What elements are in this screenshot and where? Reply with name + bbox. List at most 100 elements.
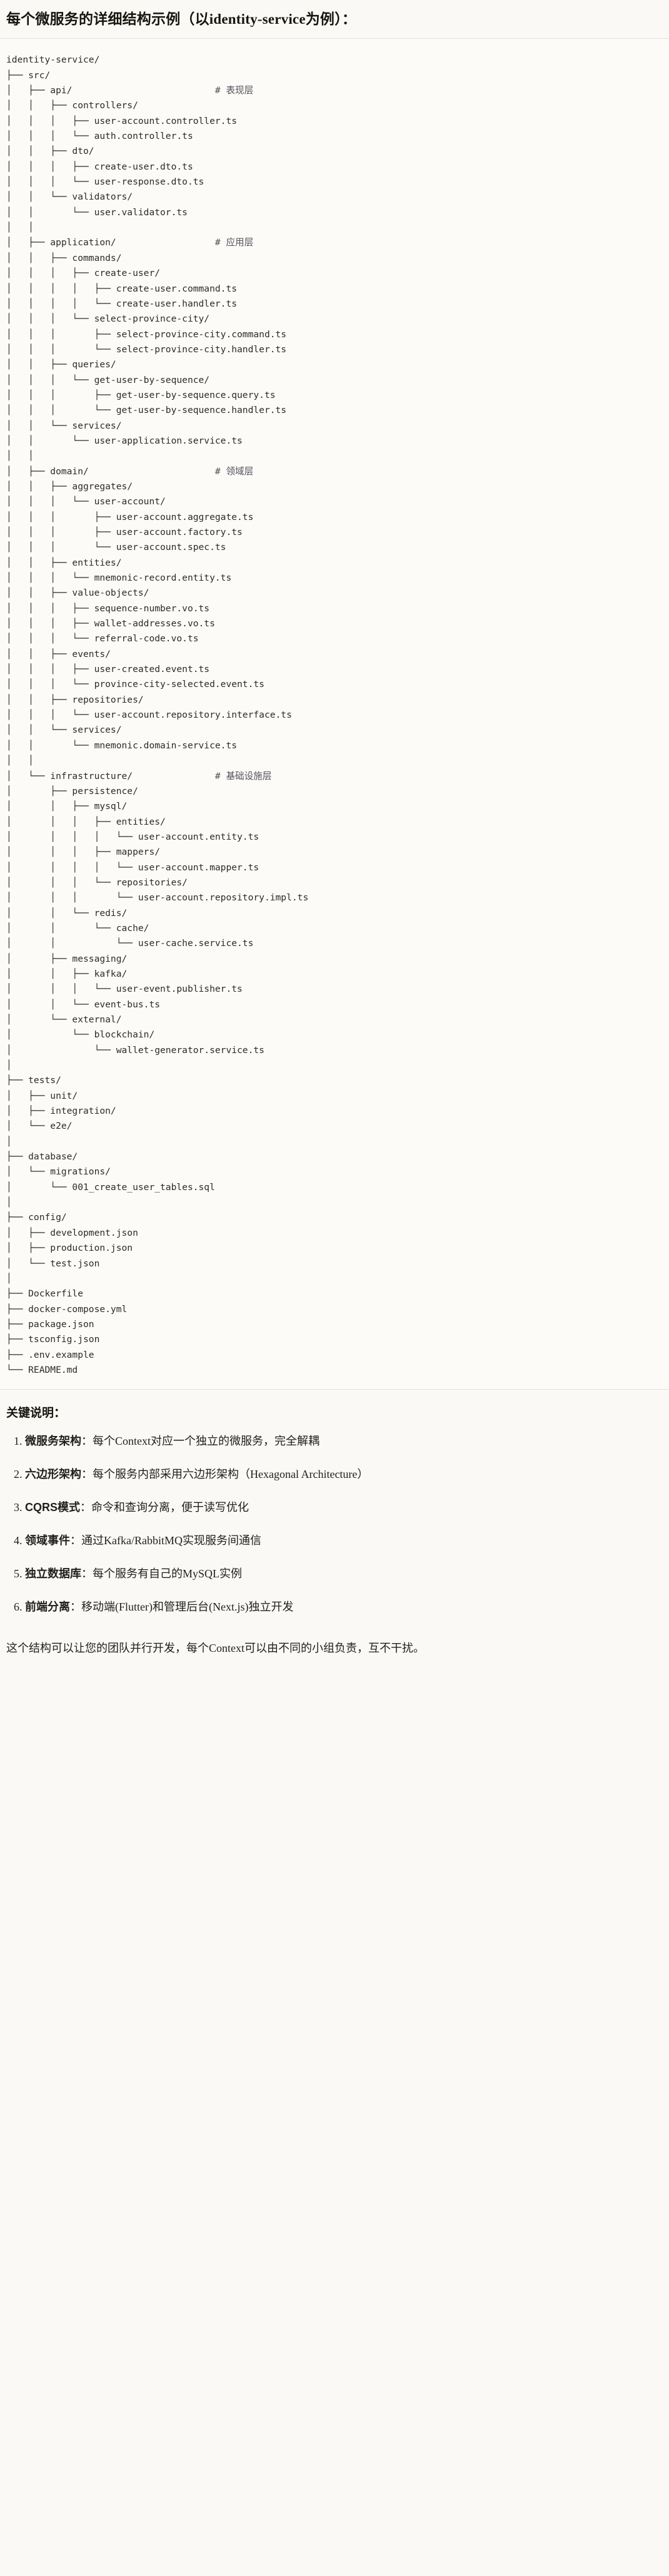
tree-line: │ └── test.json (6, 1258, 100, 1269)
tree-line: │ │ └── redis/ (6, 907, 128, 919)
tree-line: │ │ ├── kafka/ (6, 968, 128, 979)
key-point-item: 独立数据库：每个服务有自己的MySQL实例 (25, 1565, 658, 1582)
tree-line: │ │ ├── commands/ (6, 252, 122, 263)
tree-line: ├── database/ (6, 1151, 78, 1163)
tree-line: │ │ (6, 222, 34, 233)
tree-line: │ │ │ └── select-province-city/ (6, 313, 210, 325)
tree-line: │ (6, 1136, 12, 1147)
tree-line: │ └── blockchain/ (6, 1029, 155, 1041)
tree-line: │ │ └── cache/ (6, 922, 149, 934)
tree-line: │ (6, 1273, 12, 1284)
tree-line: │ │ ├── queries/ (6, 359, 116, 370)
key-point-term: 独立数据库 (25, 1567, 81, 1581)
tree-line-comment: # 领域层 (214, 466, 254, 477)
tree-line: │ │ └── validators/ (6, 191, 133, 203)
tree-line: │ │ ├── dto/ (6, 146, 94, 157)
key-point-description: ：每个服务内部采用六边形架构（Hexagonal Architecture） (81, 1468, 369, 1481)
tree-line: │ │ ├── repositories/ (6, 694, 144, 705)
key-point-term: CQRS模式 (25, 1501, 81, 1514)
tree-divider (0, 1389, 669, 1390)
tree-line: │ │ │ └── get-user-by-sequence/ (6, 374, 210, 385)
tree-line: │ │ │ │ └── user-account.entity.ts (6, 831, 259, 842)
tree-line: │ │ ├── events/ (6, 648, 111, 659)
footer-note: 这个结构可以让您的团队并行开发，每个Context可以由不同的小组负责，互不干扰… (6, 1642, 425, 1655)
page-title: 每个微服务的详细结构示例（以identity-service为例）： (6, 11, 357, 27)
tree-line-path: │ ├── api/ (6, 85, 215, 96)
tree-line: │ │ ├── controllers/ (6, 100, 138, 111)
key-point-description: ：每个服务有自己的MySQL实例 (81, 1567, 243, 1581)
tree-line: │ │ │ └── select-province-city.handler.t… (6, 344, 287, 355)
tree-line: │ ├── production.json (6, 1243, 133, 1254)
tree-line: ├── .env.example (6, 1349, 94, 1360)
key-point-item: 微服务架构：每个Context对应一个独立的微服务，完全解耦 (25, 1433, 658, 1450)
tree-line: │ └── wallet-generator.service.ts (6, 1044, 264, 1056)
tree-line: │ │ (6, 755, 34, 766)
tree-line: │ │ └── event-bus.ts (6, 999, 161, 1010)
tree-line: │ │ │ └── user-account.repository.impl.t… (6, 892, 309, 904)
tree-line: │ │ │ └── get-user-by-sequence.handler.t… (6, 405, 287, 416)
key-points-section: 关键说明： 微服务架构：每个Context对应一个独立的微服务，完全解耦六边形架… (0, 1390, 669, 1636)
key-point-item: CQRS模式：命令和查询分离，便于读写优化 (25, 1499, 658, 1516)
tree-line: ├── config/ (6, 1212, 67, 1223)
key-point-item: 前端分离：移动端(Flutter)和管理后台(Next.js)独立开发 (25, 1599, 658, 1616)
directory-tree-block: identity-service/ ├── src/ │ ├── api/ # … (0, 39, 669, 1390)
tree-line-comment: # 基础设施层 (214, 770, 272, 781)
key-points-title: 关键说明： (6, 1407, 66, 1420)
tree-line: │ │ (6, 451, 34, 462)
document-header: 每个微服务的详细结构示例（以identity-service为例）： (0, 0, 669, 39)
tree-line: │ │ │ ├── user-account.factory.ts (6, 527, 243, 537)
key-point-term: 微服务架构 (25, 1435, 81, 1448)
key-point-term: 六边形架构 (25, 1468, 81, 1481)
header-divider (0, 38, 669, 39)
tree-line: │ │ │ ├── entities/ (6, 816, 166, 827)
tree-line: │ │ │ └── province-city-selected.event.t… (6, 679, 264, 690)
key-point-description: ：每个Context对应一个独立的微服务，完全解耦 (81, 1435, 319, 1448)
tree-line: │ │ │ └── user-account/ (6, 496, 166, 507)
tree-line: │ └── 001_create_user_tables.sql (6, 1181, 215, 1193)
tree-line: │ │ └── services/ (6, 725, 122, 736)
key-point-term: 领域事件 (25, 1534, 70, 1547)
tree-line: │ (6, 1060, 12, 1071)
tree-line-comment: # 应用层 (214, 237, 254, 248)
directory-tree: identity-service/ ├── src/ │ ├── api/ # … (6, 53, 663, 1378)
tree-line: │ │ │ ├── user-account.aggregate.ts (6, 511, 254, 522)
tree-line: ├── package.json (6, 1318, 94, 1330)
tree-line-path: │ └── infrastructure/ (6, 770, 215, 781)
tree-line: ├── docker-compose.yml (6, 1303, 128, 1315)
tree-line: │ │ └── user.validator.ts (6, 206, 188, 218)
tree-line: │ ├── messaging/ (6, 953, 128, 964)
tree-line-path: │ ├── application/ (6, 237, 215, 248)
key-point-item: 六边形架构：每个服务内部采用六边形架构（Hexagonal Architectu… (25, 1466, 658, 1483)
tree-line: │ ├── persistence/ (6, 785, 138, 797)
key-point-description: ：移动端(Flutter)和管理后台(Next.js)独立开发 (70, 1601, 294, 1614)
tree-line: │ │ │ ├── wallet-addresses.vo.ts (6, 618, 215, 629)
tree-line: │ └── e2e/ (6, 1121, 73, 1132)
tree-line: │ ├── development.json (6, 1227, 138, 1238)
tree-line: identity-service/ (6, 54, 100, 66)
tree-line: │ │ │ │ ├── create-user.command.ts (6, 283, 238, 294)
tree-line: ├── src/ (6, 69, 51, 81)
key-point-item: 领域事件：通过Kafka/RabbitMQ实现服务间通信 (25, 1532, 658, 1549)
tree-line: │ │ │ └── mnemonic-record.entity.ts (6, 573, 232, 584)
tree-line: │ │ └── services/ (6, 420, 122, 431)
tree-line: │ (6, 1197, 12, 1208)
tree-line-path: │ ├── domain/ (6, 466, 215, 477)
tree-line: │ │ │ ├── get-user-by-sequence.query.ts (6, 389, 276, 400)
tree-line: │ └── migrations/ (6, 1166, 111, 1178)
tree-line-comment: # 表现层 (214, 85, 254, 96)
document-page: 每个微服务的详细结构示例（以identity-service为例）： ident… (0, 0, 669, 1669)
tree-line: │ │ └── mnemonic.domain-service.ts (6, 740, 238, 751)
tree-line: │ │ │ ├── create-user.dto.ts (6, 161, 193, 172)
tree-line: │ │ ├── mysql/ (6, 801, 128, 812)
key-point-description: ：命令和查询分离，便于读写优化 (80, 1501, 249, 1514)
tree-line: │ │ ├── entities/ (6, 557, 122, 568)
tree-line: │ │ │ │ └── create-user.handler.ts (6, 298, 238, 309)
tree-line: │ │ │ ├── sequence-number.vo.ts (6, 603, 210, 614)
tree-line: │ │ ├── aggregates/ (6, 481, 133, 492)
tree-line: ├── tsconfig.json (6, 1334, 100, 1345)
tree-line: ├── tests/ (6, 1075, 61, 1086)
tree-line: │ │ │ ├── select-province-city.command.t… (6, 328, 287, 340)
key-point-term: 前端分离 (25, 1601, 70, 1614)
tree-line: │ │ └── user-cache.service.ts (6, 938, 254, 949)
key-points-list: 微服务架构：每个Context对应一个独立的微服务，完全解耦六边形架构：每个服务… (6, 1433, 658, 1616)
